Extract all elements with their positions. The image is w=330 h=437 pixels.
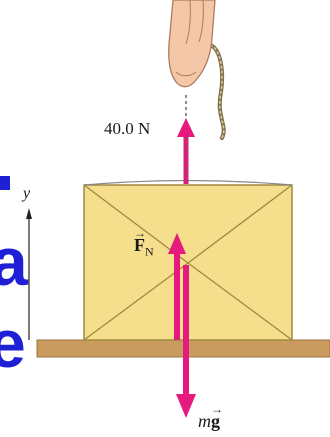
slide-text-fragment-a: a — [0, 224, 28, 300]
y-axis-label: y — [23, 185, 31, 202]
normal-force-label: →FN — [134, 226, 154, 259]
normal-force-symbol: →F — [134, 226, 146, 255]
weight-label: m→g — [198, 402, 223, 431]
normal-force-arrow — [168, 233, 186, 340]
weight-symbol: →g — [211, 402, 223, 431]
normal-force-subscript: N — [145, 244, 154, 259]
weight-arrow — [176, 265, 196, 418]
hand-icon — [168, 0, 216, 88]
tension-force-arrow — [177, 95, 195, 184]
y-axis — [26, 208, 32, 340]
slide-bar-fragment — [0, 176, 10, 190]
tension-label: 40.0 N — [104, 119, 151, 138]
slide-text-fragment-e: e — [0, 306, 26, 382]
